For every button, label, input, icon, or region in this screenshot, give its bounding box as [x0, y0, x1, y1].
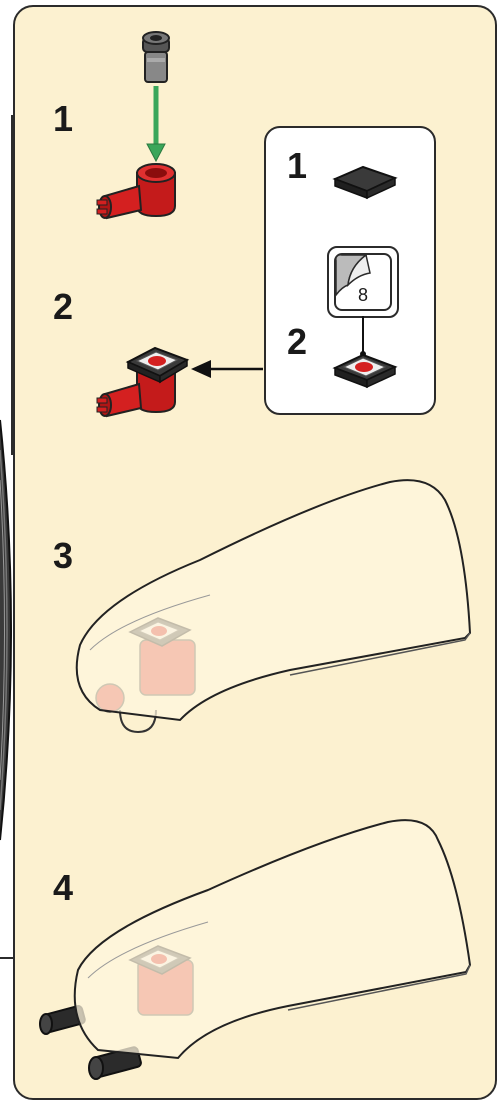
- step2-assembly-illustration: [95, 340, 265, 430]
- step-number-2: 2: [53, 289, 73, 325]
- step1-assembly-illustration: [95, 28, 205, 228]
- background-frame-line: [0, 957, 14, 959]
- callout-step-number-2: 2: [287, 324, 307, 360]
- sticker-number: 8: [336, 285, 390, 306]
- step-number-1: 1: [53, 101, 73, 137]
- callout-step-number-1: 1: [287, 148, 307, 184]
- black-tile-part: [333, 165, 397, 201]
- sticker-sheet-icon: 8: [334, 253, 392, 311]
- red-connector-part: [97, 164, 175, 218]
- canopy-shell: [77, 480, 470, 720]
- grey-pin-part: [143, 32, 169, 82]
- step3-canopy-illustration: [60, 470, 480, 740]
- step4-canopy-illustration: [38, 810, 478, 1090]
- decorated-tile-part: [333, 352, 397, 392]
- sticker-reference: 8: [327, 246, 399, 318]
- canopy-shell: [75, 820, 470, 1058]
